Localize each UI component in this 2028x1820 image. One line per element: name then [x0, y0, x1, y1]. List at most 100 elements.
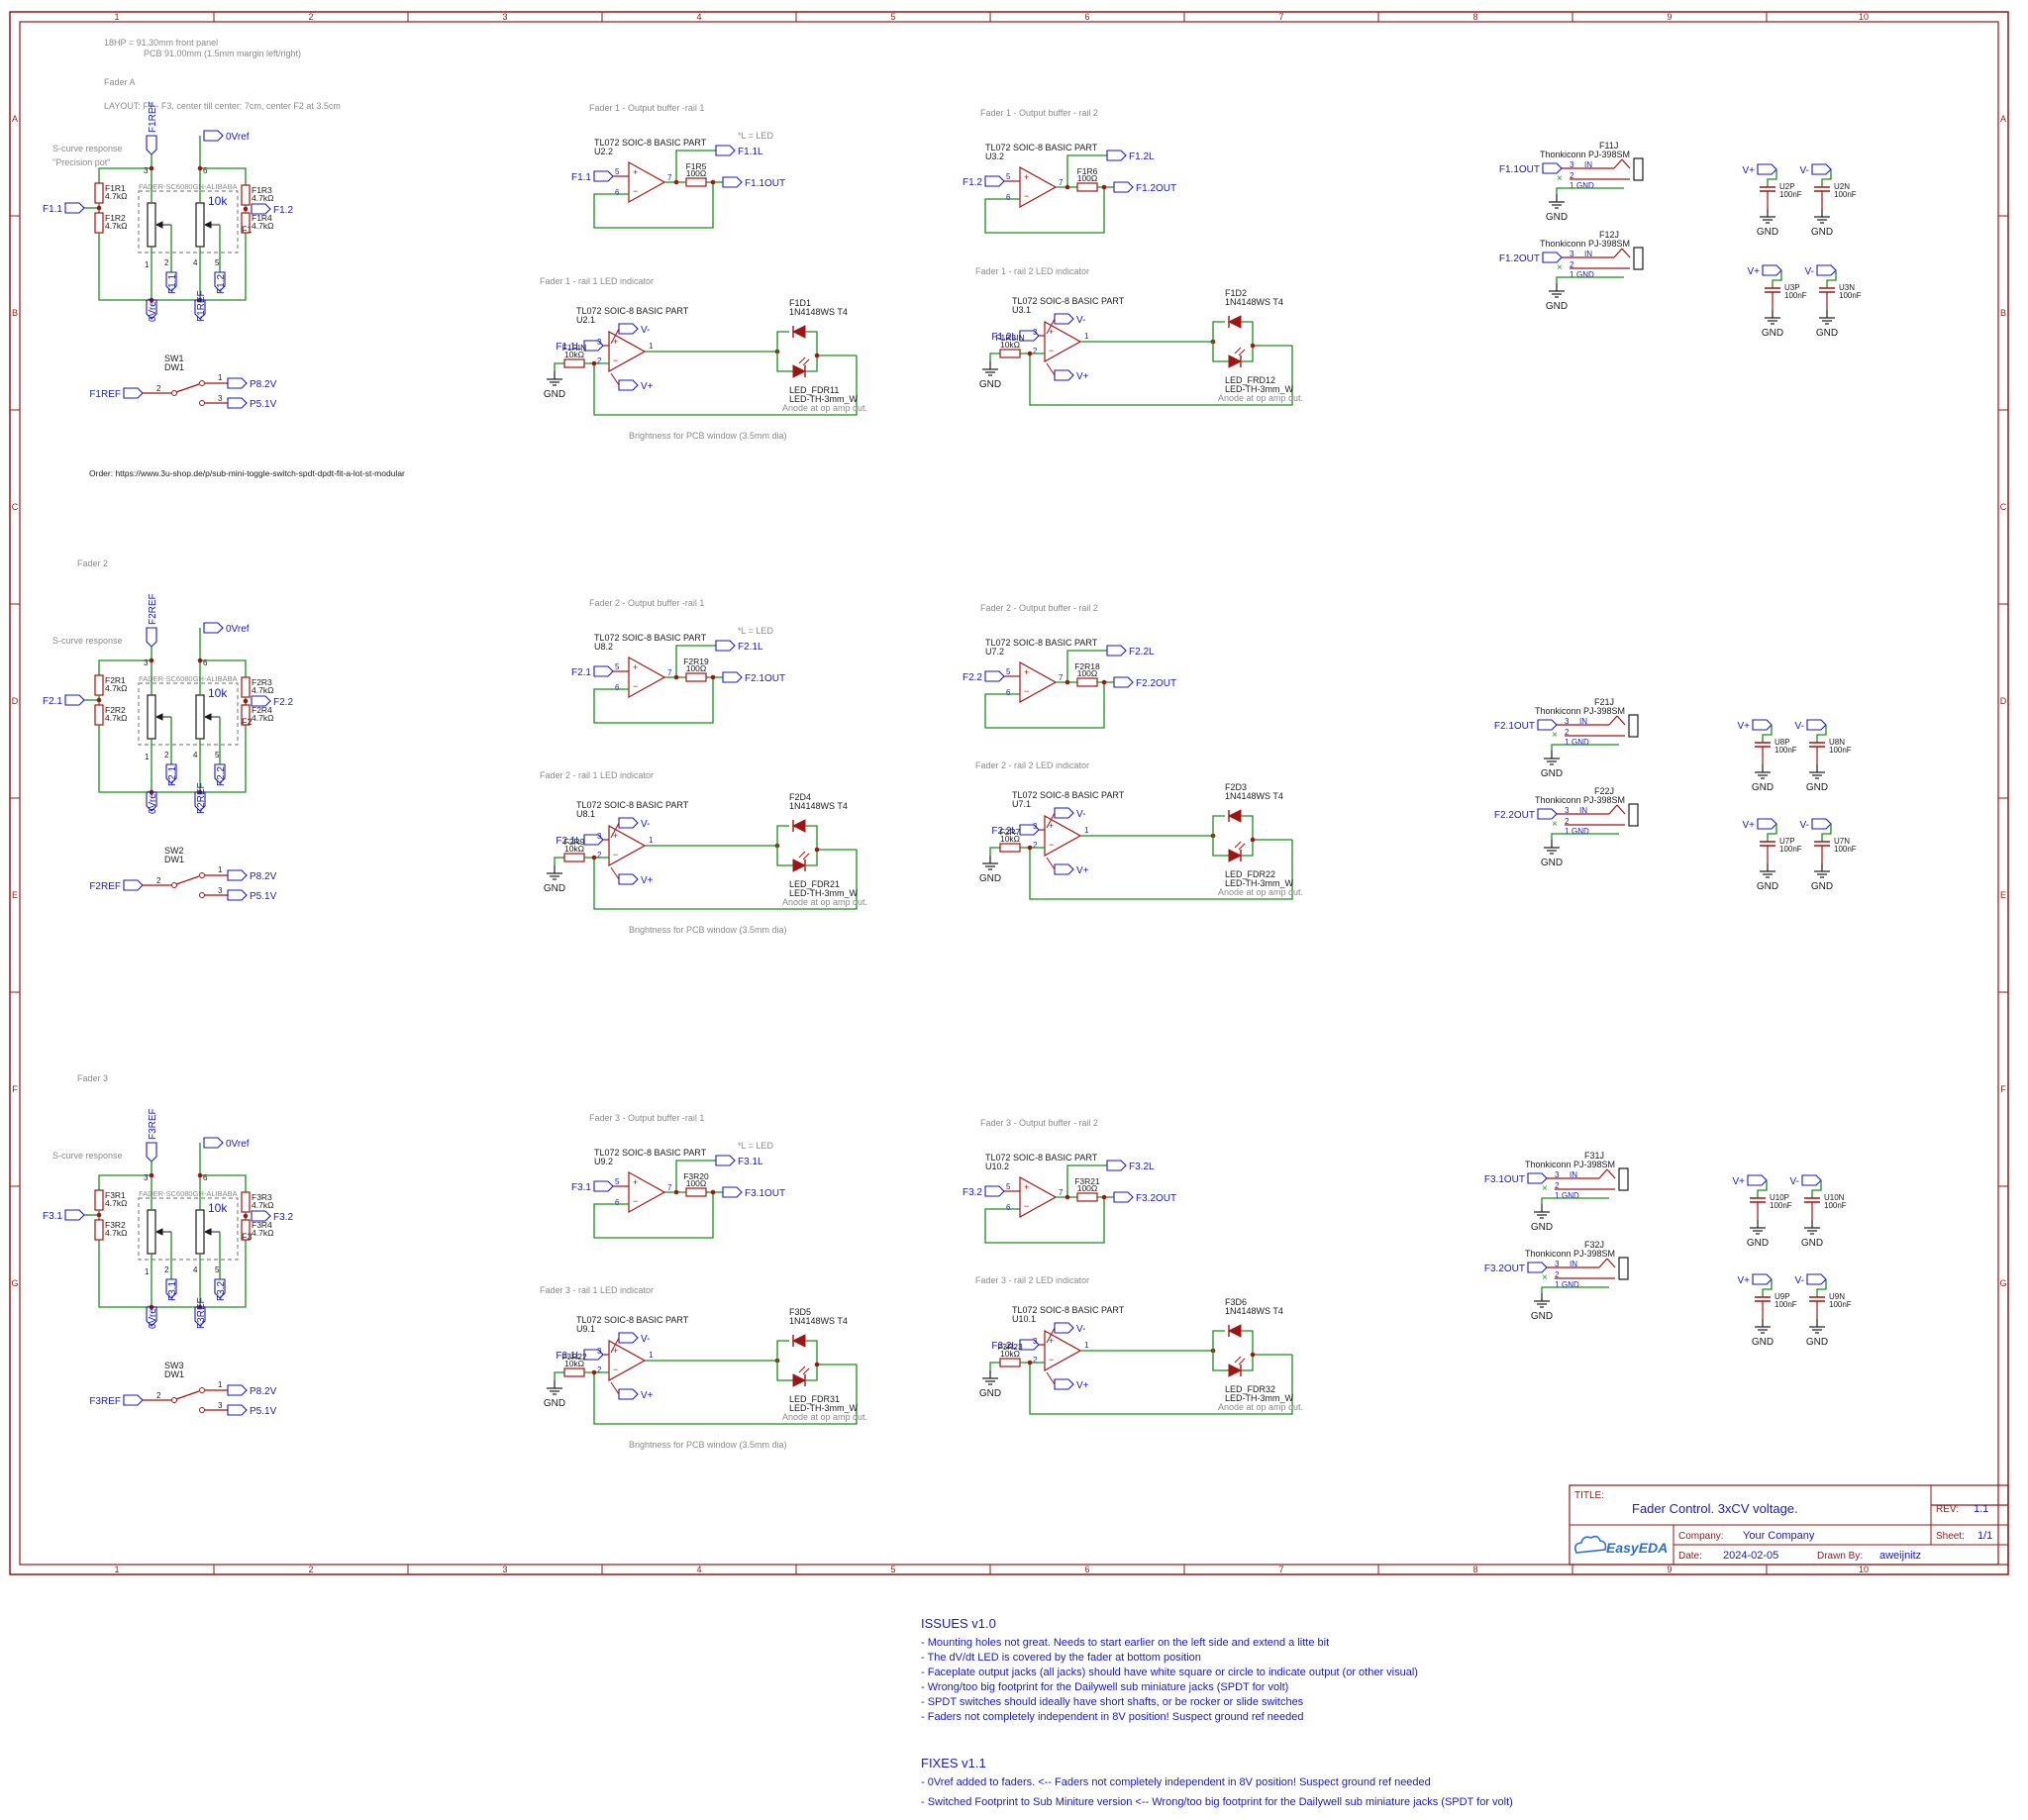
- gnd-label: GND: [1757, 881, 1778, 892]
- wire: [1762, 725, 1773, 743]
- opamp-body: [628, 160, 666, 204]
- net-flag: [1054, 1322, 1074, 1334]
- wire: [1241, 321, 1254, 346]
- diode-value: 1N4148WS T4: [1225, 791, 1283, 801]
- net-flag: [1054, 369, 1074, 381]
- net-flag: [123, 879, 144, 891]
- net-label: V+: [1054, 369, 1089, 382]
- switch-contact: [199, 380, 205, 386]
- cap-designator: U10P: [1770, 1193, 1789, 1202]
- pin-number: 6: [615, 1198, 620, 1207]
- resistor-designator: F1R2: [105, 213, 126, 223]
- pin-number: 2: [156, 384, 161, 393]
- gnd-symbol: GND: [1531, 1204, 1553, 1233]
- wire: [593, 355, 858, 416]
- wire: [1551, 744, 1619, 751]
- opamp-body: [1019, 165, 1058, 209]
- wire: [984, 187, 1105, 234]
- block-title: Fader 2 - Output buffer -rail 1: [589, 598, 704, 608]
- fix-item: - Switched Footprint to Sub Miniture ver…: [921, 1796, 1513, 1808]
- gnd-symbol: GND: [1546, 194, 1568, 223]
- diode-value: 1N4148WS T4: [1225, 1306, 1283, 1316]
- net-label: F2.1OUT: [722, 671, 785, 684]
- diode: [1227, 809, 1242, 823]
- net-label: F3.1: [43, 1209, 85, 1222]
- cap-designator: U8N: [1829, 738, 1845, 747]
- net-name: V+: [1737, 1275, 1750, 1286]
- pin-number: 1: [218, 1380, 223, 1389]
- switch-designator: SW3: [164, 1361, 184, 1370]
- net-name: P8.2V: [250, 379, 277, 390]
- net-label: V+: [618, 873, 654, 886]
- net-name: F1.1: [167, 274, 178, 294]
- block-title: Fader 1 - rail 1 LED indicator: [540, 276, 654, 286]
- net-label: V+: [1737, 719, 1773, 732]
- resistor-value: 4.7kΩ: [252, 193, 273, 203]
- jack-designator: F32J: [1584, 1240, 1604, 1250]
- opamp-minus: −: [633, 186, 638, 196]
- net-label: V-: [1054, 1322, 1085, 1335]
- net-label: V-: [1800, 818, 1832, 831]
- block-title: Fader 3 - Output buffer - rail 2: [980, 1118, 1098, 1128]
- net-flag: [618, 1388, 639, 1400]
- cap-value: 100nF: [1770, 1201, 1792, 1210]
- junction: [243, 1213, 249, 1219]
- net-name: V+: [1076, 1380, 1089, 1391]
- net-name: V-: [1076, 809, 1085, 820]
- net-name: V+: [1076, 865, 1089, 876]
- net-name: F1.1: [571, 172, 591, 183]
- wire: [776, 331, 789, 352]
- block-title: Fader 3 - Output buffer -rail 1: [589, 1113, 704, 1123]
- pin-number: 7: [1059, 178, 1064, 187]
- anode-note: Anode at op amp out.: [1218, 393, 1303, 403]
- column-number: 9: [1667, 1565, 1672, 1574]
- wire: [675, 1160, 716, 1192]
- junction: [814, 353, 820, 358]
- cap-designator: U2P: [1779, 182, 1795, 191]
- opamp-plus: +: [1049, 327, 1054, 337]
- gnd-symbol: GND: [1811, 209, 1833, 238]
- column-number: 7: [1278, 1565, 1283, 1574]
- junction: [710, 1189, 716, 1195]
- gnd-symbol: GND: [1541, 840, 1563, 868]
- resistor-designator: F2R3: [252, 677, 272, 687]
- resistor-value: 4.7kΩ: [105, 683, 127, 693]
- cap-value: 100nF: [1774, 1300, 1797, 1309]
- net-name: F3.1: [43, 1211, 62, 1222]
- pin-label: IN: [1579, 806, 1587, 815]
- resistor-designator: F2R9: [564, 837, 585, 847]
- net-flag: [227, 1384, 248, 1396]
- opamp: +−: [628, 656, 666, 699]
- wire: [1767, 169, 1777, 187]
- jack-lead: [1606, 1168, 1616, 1179]
- net-flag: [715, 1155, 736, 1166]
- supply-lead: [610, 372, 620, 386]
- net-flag: [123, 1394, 144, 1406]
- net-flag: [227, 1404, 248, 1416]
- supply-lead: [1046, 812, 1056, 829]
- pin-number: 3: [218, 394, 223, 403]
- opamp-minus: −: [1024, 191, 1029, 201]
- led-ray: [802, 1367, 810, 1375]
- resistor-body: [94, 674, 104, 696]
- column-number: 10: [1859, 12, 1869, 22]
- opamp-plus: +: [1024, 172, 1029, 182]
- pin-number: 3: [144, 1173, 149, 1182]
- row-letter: A: [12, 114, 18, 124]
- net-label: F1.1: [43, 202, 85, 215]
- net-name: V-: [641, 325, 650, 336]
- net-flag: [146, 1306, 157, 1327]
- junction: [149, 1172, 154, 1178]
- junction: [149, 165, 154, 171]
- net-label: F1.1: [165, 271, 178, 294]
- net-flag: [1752, 719, 1773, 731]
